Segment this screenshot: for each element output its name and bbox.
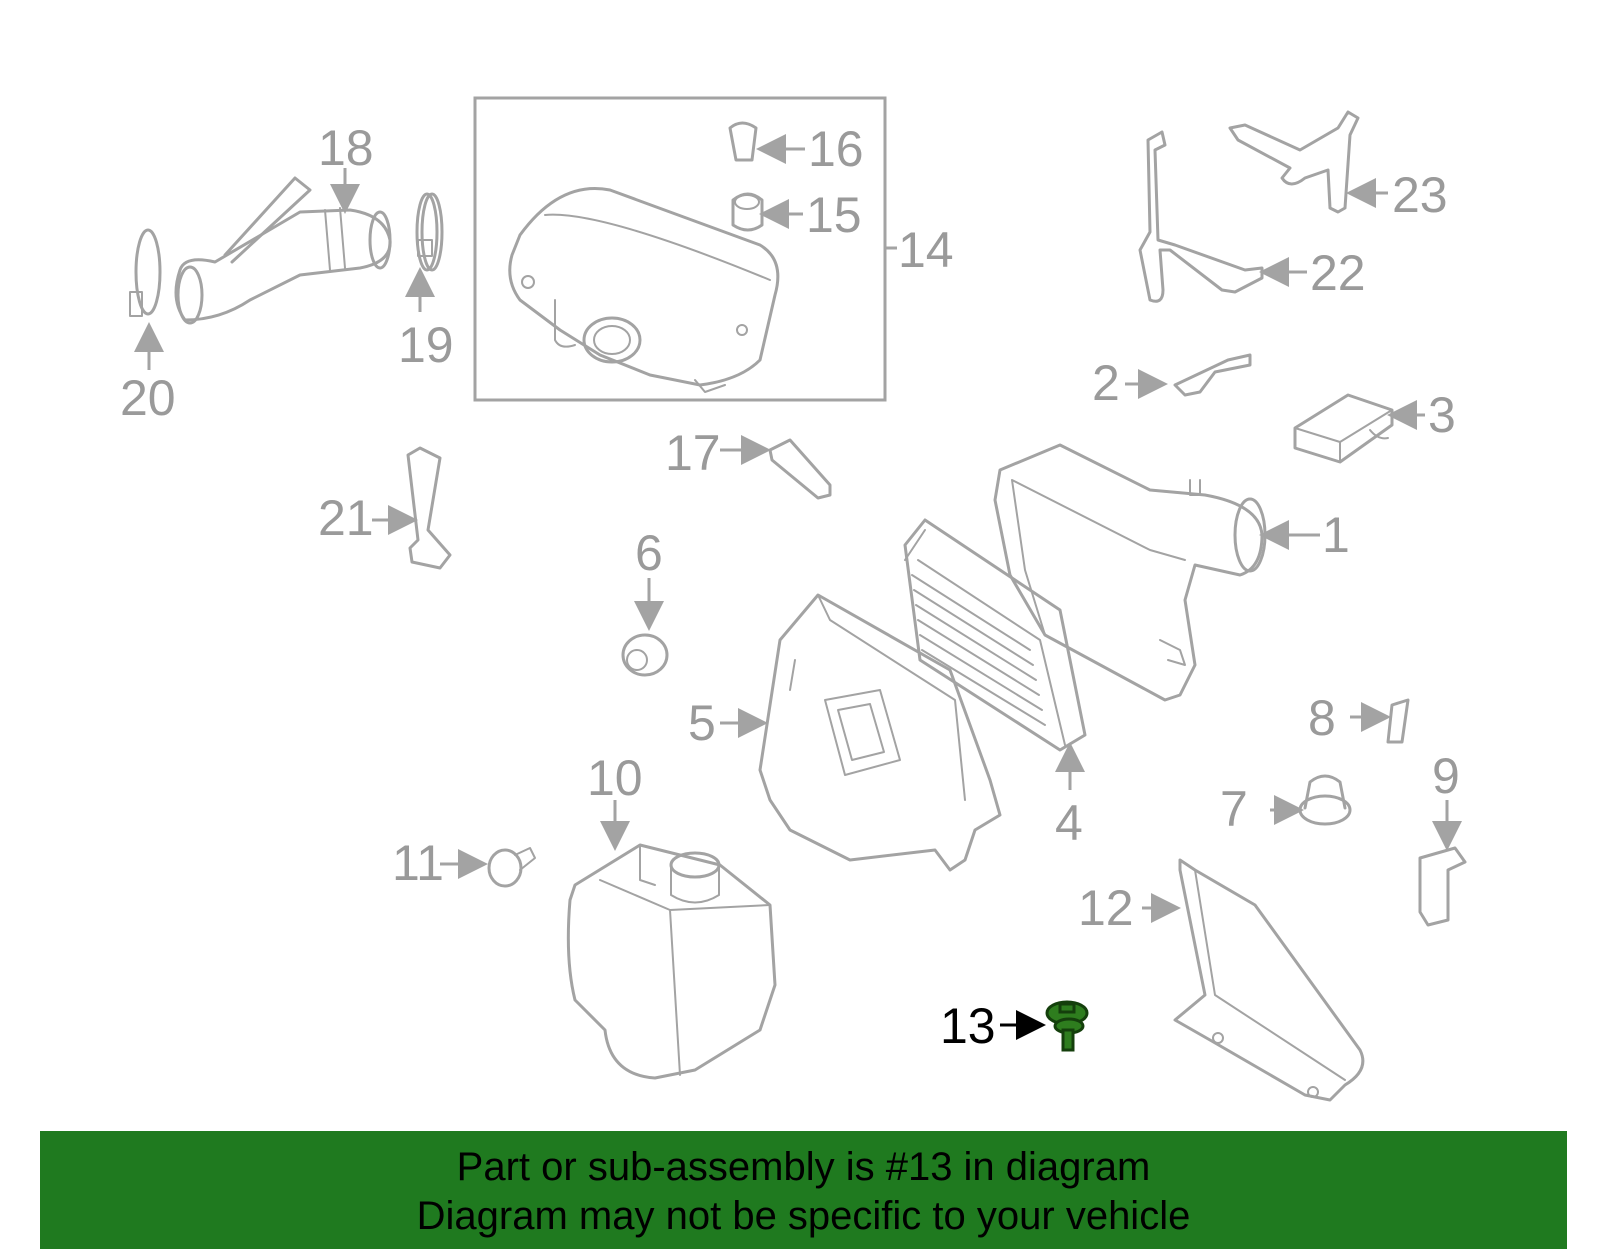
- banner-line-2: Diagram may not be specific to your vehi…: [416, 1194, 1191, 1238]
- info-banner: Part or sub-assembly is #13 in diagram D…: [40, 1131, 1567, 1249]
- callout-14: 14: [898, 222, 954, 278]
- callout-21: 21: [318, 490, 374, 546]
- part-2-bracket: [1173, 353, 1252, 397]
- leader-lines: [134, 134, 1462, 1040]
- part-12-duct: [1173, 858, 1365, 1102]
- callout-5: 5: [688, 695, 716, 751]
- callout-18: 18: [318, 120, 374, 176]
- part-1-housing: [993, 443, 1267, 702]
- callout-16: 16: [808, 121, 864, 177]
- part-22-bracket: [1138, 130, 1264, 303]
- part-17-clip: [768, 438, 832, 500]
- callout-19: 19: [398, 317, 454, 373]
- part-13-bolt: [1045, 1000, 1089, 1052]
- part-6-grommet: [621, 633, 669, 677]
- part-11-clip: [487, 847, 536, 888]
- callout-13: 13: [940, 998, 996, 1054]
- part-18-intake-duct: [174, 176, 392, 325]
- part-10-resonator: [566, 843, 777, 1080]
- callout-10: 10: [587, 750, 643, 806]
- part-3-module: [1293, 393, 1394, 464]
- part-15-grommet: [731, 192, 764, 232]
- part-23-bracket: [1228, 110, 1360, 214]
- callout-17: 17: [665, 425, 721, 481]
- callout-12: 12: [1078, 880, 1134, 936]
- part-5-case: [758, 593, 1002, 872]
- callout-23: 23: [1392, 167, 1448, 223]
- callout-8: 8: [1308, 690, 1336, 746]
- callout-15: 15: [806, 187, 862, 243]
- part-20-clamp: [129, 228, 162, 317]
- part-9-bracket: [1418, 846, 1467, 927]
- callout-7: 7: [1220, 781, 1248, 837]
- part-16-grommet: [728, 121, 758, 162]
- callout-11: 11: [392, 835, 444, 891]
- callout-22: 22: [1310, 245, 1366, 301]
- part-7-grommet: [1298, 774, 1352, 826]
- part-19-clamp: [415, 192, 444, 272]
- callout-6: 6: [635, 525, 663, 581]
- callout-4: 4: [1055, 795, 1083, 851]
- callout-3: 3: [1428, 387, 1456, 443]
- part-14-upper-housing: [508, 187, 780, 393]
- callout-20: 20: [120, 370, 176, 426]
- part-4-filter: [903, 518, 1087, 752]
- callout-9: 9: [1432, 748, 1460, 804]
- banner-line-1: Part or sub-assembly is #13 in diagram: [456, 1145, 1151, 1189]
- part-8-pin: [1386, 698, 1410, 744]
- part-21-bracket: [406, 446, 452, 570]
- assembly-box-14: [473, 96, 887, 402]
- callout-2: 2: [1092, 355, 1120, 411]
- callout-1: 1: [1322, 507, 1350, 563]
